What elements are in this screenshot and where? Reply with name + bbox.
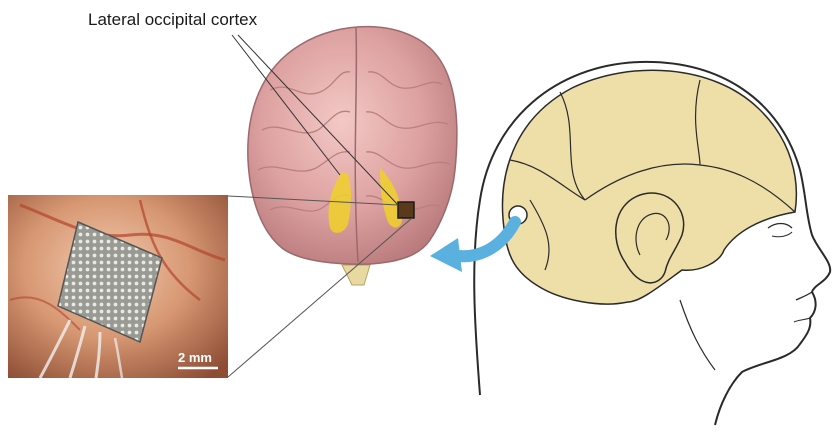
scale-bar-label: 2 mm (178, 350, 212, 365)
electrode-array-photo: 2 mm (8, 195, 228, 378)
skull-head-profile (474, 62, 830, 425)
region-label: Lateral occipital cortex (88, 10, 257, 30)
curved-arrow-icon (430, 222, 515, 272)
